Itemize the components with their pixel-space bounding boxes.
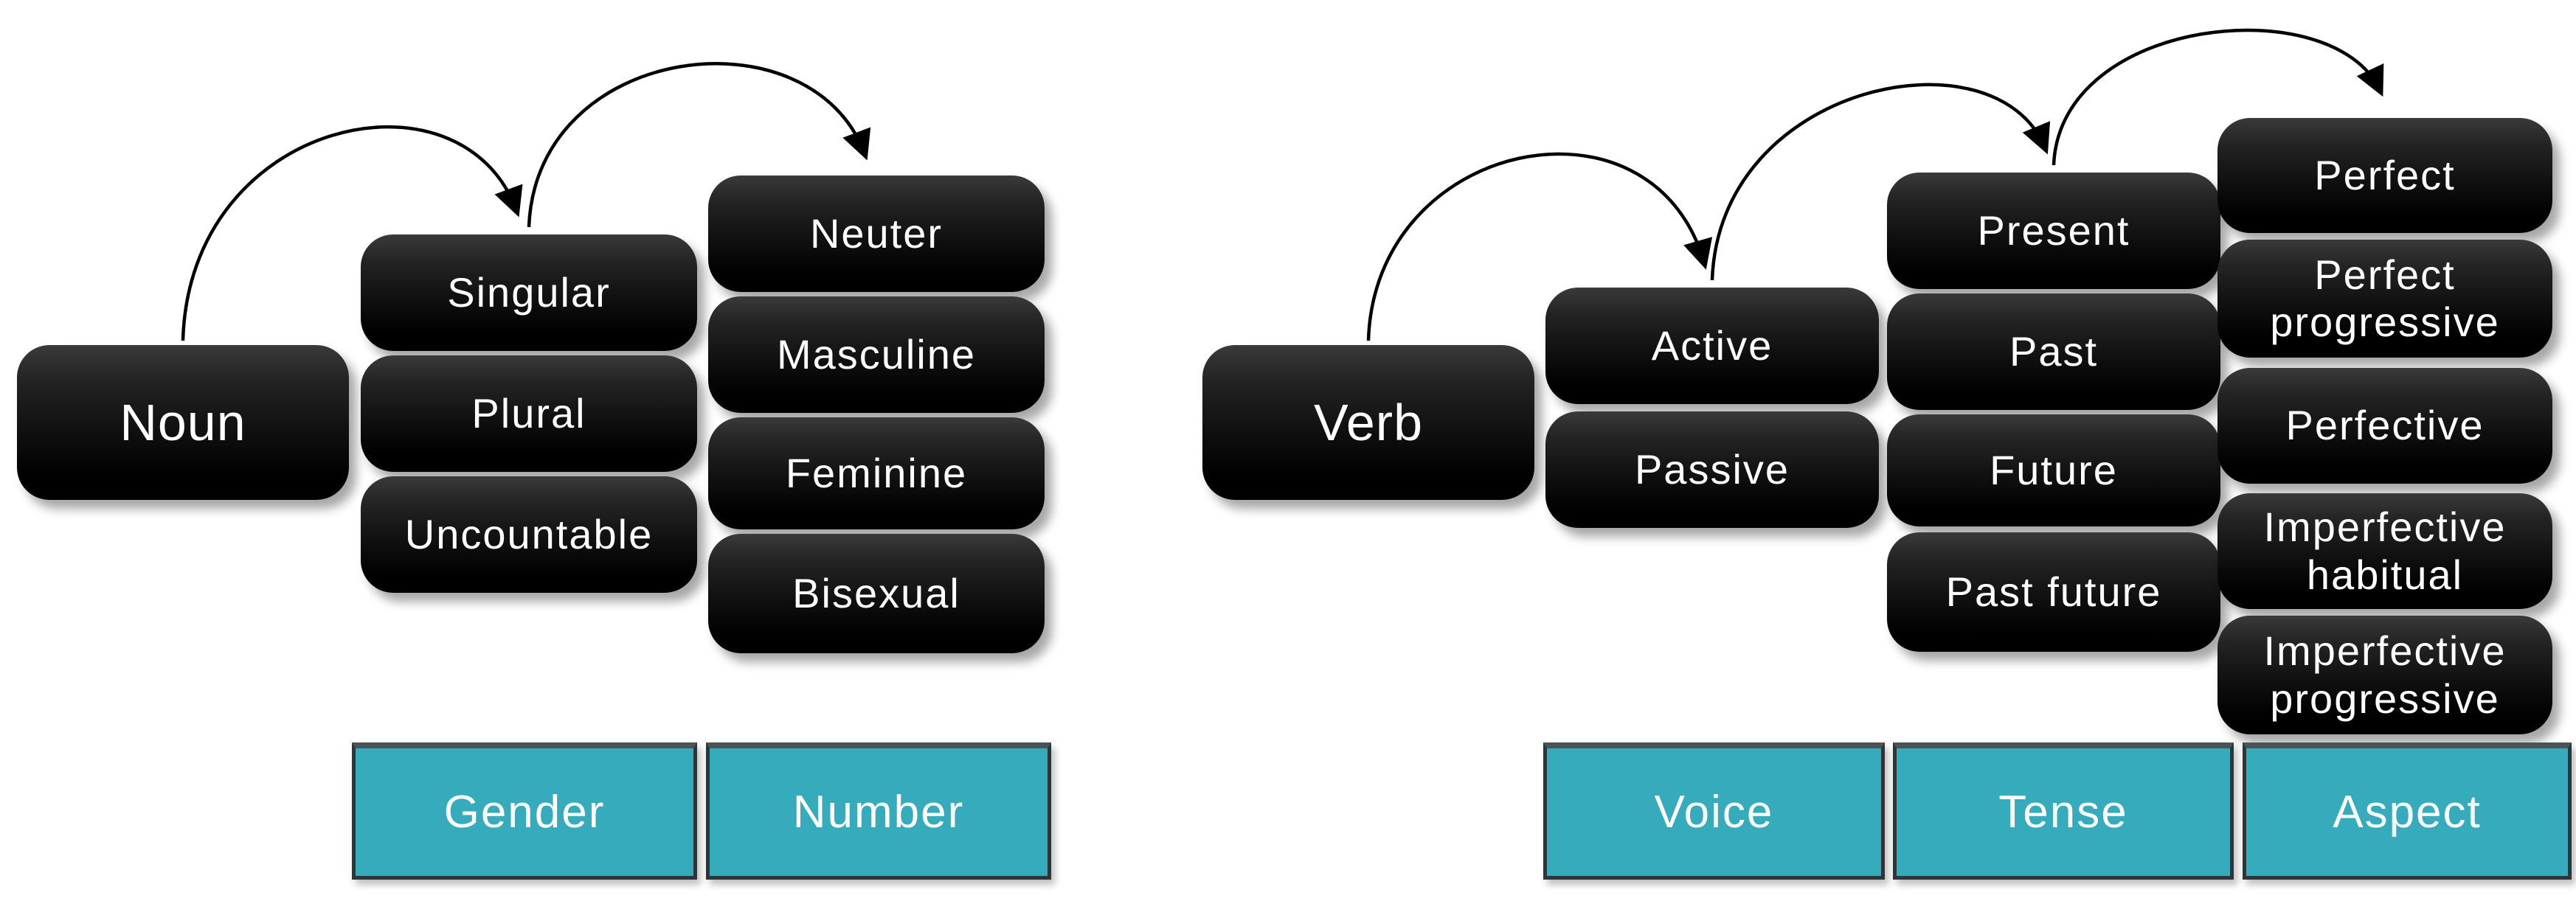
node-active: Active bbox=[1545, 288, 1879, 404]
node-plural: Plural bbox=[361, 355, 697, 472]
category-gender: Gender bbox=[352, 742, 697, 880]
node-singular: Singular bbox=[361, 234, 697, 351]
node-verb: Verb bbox=[1202, 345, 1534, 500]
node-bisexual: Bisexual bbox=[708, 534, 1045, 653]
node-past-future: Past future bbox=[1887, 532, 2220, 652]
category-voice: Voice bbox=[1543, 742, 1885, 880]
node-perfect-progressive: Perfect progressive bbox=[2217, 240, 2552, 358]
category-aspect: Aspect bbox=[2243, 742, 2572, 880]
category-tense: Tense bbox=[1893, 742, 2234, 880]
node-perfective: Perfective bbox=[2217, 368, 2552, 484]
node-perfect: Perfect bbox=[2217, 118, 2552, 233]
node-passive: Passive bbox=[1545, 411, 1879, 528]
category-number: Number bbox=[706, 742, 1051, 880]
node-noun: Noun bbox=[17, 345, 349, 500]
node-past: Past bbox=[1887, 293, 2220, 410]
node-uncountable: Uncountable bbox=[361, 476, 697, 593]
node-neuter: Neuter bbox=[708, 175, 1045, 292]
node-present: Present bbox=[1887, 173, 2220, 289]
node-imperfective-habitual: Imperfective habitual bbox=[2217, 493, 2552, 609]
node-masculine: Masculine bbox=[708, 296, 1045, 413]
node-future: Future bbox=[1887, 414, 2220, 526]
node-imperfective-progressive: Imperfective progressive bbox=[2217, 616, 2552, 734]
node-feminine: Feminine bbox=[708, 417, 1045, 529]
